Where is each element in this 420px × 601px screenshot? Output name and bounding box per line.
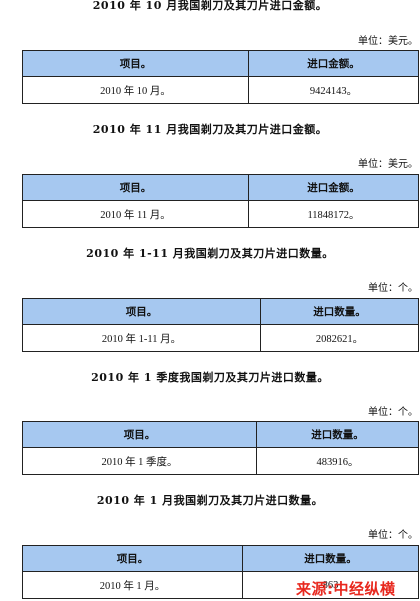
- section-title: 2010 年 1 季度我国剃刀及其刀片进口数量。: [91, 371, 329, 384]
- column-header-value: 进口数量。: [260, 298, 419, 325]
- column-header-item: 项目。: [22, 298, 261, 325]
- column-header-value: 进口金额。: [248, 50, 419, 77]
- table-row: 2010 年 1-11 月。 2082621。: [22, 324, 419, 352]
- section-title: 2010 年 1-11 月我国剃刀及其刀片进口数量。: [86, 247, 334, 260]
- table-header-row: 项目。 进口金额。: [22, 174, 419, 201]
- table-row: 2010 年 10 月。 9424143。: [22, 76, 419, 104]
- unit-label: 单位：个。: [368, 407, 418, 418]
- column-header-item: 项目。: [22, 50, 249, 77]
- column-header-value: 进口金额。: [248, 174, 419, 201]
- cell-value: 9424143。: [248, 76, 419, 104]
- unit-label: 单位：美元。: [358, 36, 418, 47]
- unit-label: 单位：个。: [368, 530, 418, 541]
- table-header-row: 项目。 进口数量。: [22, 298, 419, 325]
- column-header-item: 项目。: [22, 421, 257, 448]
- table-header-row: 项目。 进口金额。: [22, 50, 419, 77]
- data-table: 项目。 进口数量。 2010 年 1 季度。 483916。: [22, 421, 419, 475]
- cell-item: 2010 年 1 月。: [22, 571, 243, 599]
- data-table: 项目。 进口数量。 2010 年 1-11 月。 2082621。: [22, 298, 419, 352]
- cell-value: 11848172。: [248, 200, 419, 228]
- data-table: 项目。 进口金额。 2010 年 10 月。 9424143。: [22, 50, 419, 104]
- cell-value: 863: [242, 571, 419, 599]
- data-table: 项目。 进口数量。 2010 年 1 月。 863: [22, 545, 419, 599]
- section-title: 2010 年 1 月我国剃刀及其刀片进口数量。: [96, 494, 324, 507]
- table-header-row: 项目。 进口数量。: [22, 545, 419, 572]
- cell-item: 2010 年 1 季度。: [22, 447, 257, 475]
- cell-item: 2010 年 10 月。: [22, 76, 249, 104]
- table-row: 2010 年 11 月。 11848172。: [22, 200, 419, 228]
- cell-value: 2082621。: [260, 324, 419, 352]
- column-header-item: 项目。: [22, 545, 243, 572]
- table-row: 2010 年 1 月。 863: [22, 571, 419, 599]
- column-header-value: 进口数量。: [256, 421, 419, 448]
- cell-item: 2010 年 11 月。: [22, 200, 249, 228]
- section-title: 2010 年 11 月我国剃刀及其刀片进口金额。: [92, 123, 328, 136]
- section-title: 2010 年 10 月我国剃刀及其刀片进口金额。: [92, 0, 328, 12]
- table-row: 2010 年 1 季度。 483916。: [22, 447, 419, 475]
- column-header-item: 项目。: [22, 174, 249, 201]
- column-header-value: 进口数量。: [242, 545, 419, 572]
- cell-item: 2010 年 1-11 月。: [22, 324, 261, 352]
- table-header-row: 项目。 进口数量。: [22, 421, 419, 448]
- data-table: 项目。 进口金额。 2010 年 11 月。 11848172。: [22, 174, 419, 228]
- unit-label: 单位：美元。: [358, 159, 418, 170]
- source-watermark: 来源:中经纵横: [296, 580, 396, 598]
- cell-value: 483916。: [256, 447, 419, 475]
- unit-label: 单位：个。: [368, 283, 418, 294]
